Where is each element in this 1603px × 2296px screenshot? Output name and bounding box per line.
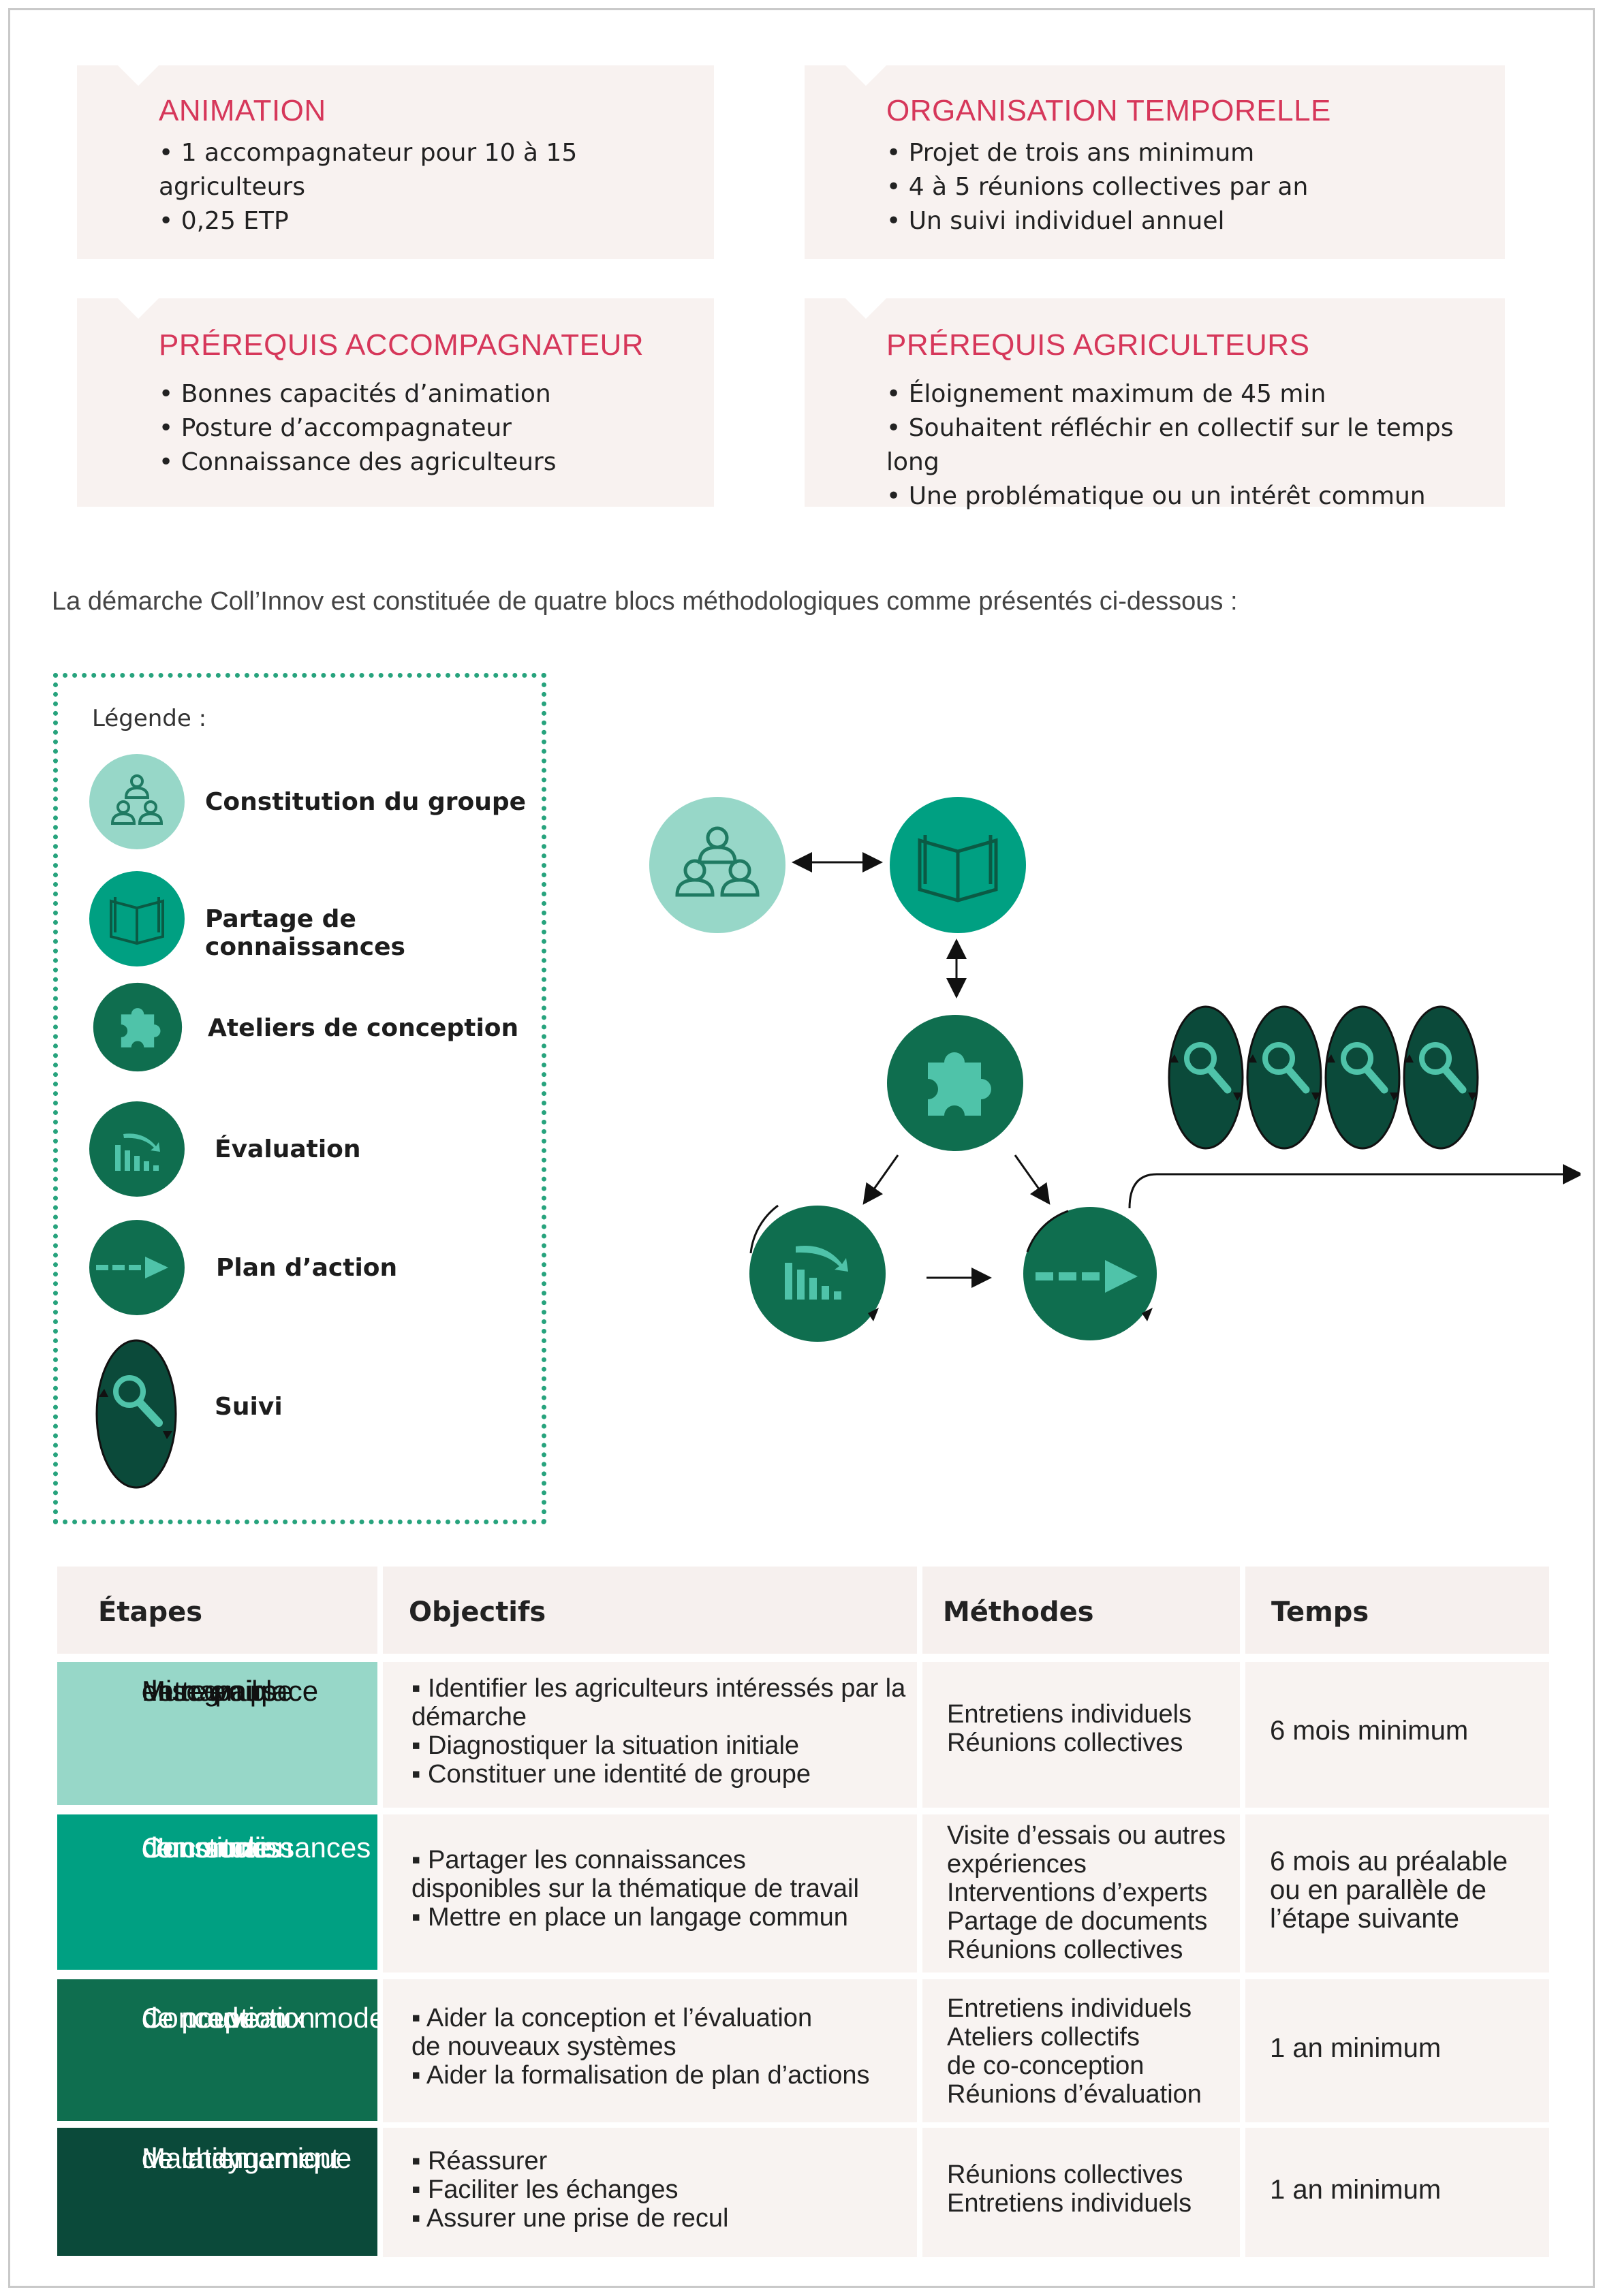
diagram-suivi-node (1403, 1005, 1479, 1150)
list-item: Éloignement maximum de 45 min (886, 377, 1505, 411)
list-item: Souhaitent réfléchir en collectif sur le… (886, 411, 1505, 479)
legend-label: Partage de connaissances (205, 905, 405, 961)
list-item: Un suivi individuel annuel (886, 204, 1308, 238)
legend-item-constitution: Constitution du groupe (58, 753, 535, 855)
table-header-etapes: Étapes (57, 1567, 377, 1654)
legend-label: Constitution du groupe (205, 788, 527, 816)
card-title: ORGANISATION TEMPORELLE (886, 94, 1331, 127)
table-row-3-temps: 1 an minimum (1245, 1979, 1549, 2122)
list-item: 4 à 5 réunions collectives par an (886, 170, 1309, 204)
group-icon (89, 754, 185, 849)
table-row-2-etape: Constitution d’un socle de connaissances… (57, 1814, 377, 1970)
card-title: PRÉREQUIS AGRICULTEURS (886, 328, 1310, 362)
diagram-plan-node (1023, 1207, 1157, 1340)
table-header-temps: Temps (1245, 1567, 1549, 1654)
diagram-suivi-node (1324, 1005, 1401, 1150)
legend-title: Légende : (92, 705, 207, 732)
diagram-puzzle-node (887, 1015, 1023, 1151)
table-row-4-objectifs: ▪ Réassurer ▪ Faciliter les échanges ▪ A… (383, 2128, 917, 2257)
page-frame (8, 8, 1595, 2288)
card-title: PRÉREQUIS ACCOMPAGNATEUR (159, 328, 644, 362)
card-organisation-temporelle: ORGANISATION TEMPORELLE Projet de trois … (805, 65, 1505, 259)
puzzle-icon (93, 982, 183, 1072)
diagram-group-node (649, 797, 785, 933)
diagram-evaluation-node (749, 1204, 886, 1342)
card-prerequis-agriculteurs: PRÉREQUIS AGRICULTEURS Éloignement maxim… (805, 298, 1505, 510)
table-row-2-temps: 6 mois au préalable ou en parallèle de l… (1245, 1814, 1549, 1972)
card-title: ANIMATION (159, 94, 326, 127)
magnifier-icon (95, 1339, 177, 1489)
card-list: Projet de trois ans minimum 4 à 5 réunio… (886, 136, 1309, 238)
legend-label: Suivi (215, 1393, 283, 1421)
list-item: 0,25 ETP (159, 204, 714, 238)
list-item: Connaissance des agriculteurs (159, 445, 557, 479)
table-row-1-methodes: Entretiens individuels Réunions collecti… (922, 1662, 1240, 1808)
table-header-methodes: Méthodes (922, 1567, 1240, 1654)
table-row-4-temps: 1 an minimum (1245, 2128, 1549, 2257)
table-row-1-temps: 6 mois minimum (1245, 1662, 1549, 1808)
list-item: Une problématique ou un intérêt commun (886, 479, 1505, 514)
diagram-suivi-nodes (1168, 1005, 1479, 1150)
intro-text: La démarche Coll’Innov est constituée de… (52, 587, 1238, 616)
diagram-suivi-node (1246, 1005, 1322, 1150)
table-row-2-objectifs: ▪ Partager les connaissances disponibles… (383, 1814, 917, 1972)
methodology-cycle-diagram (649, 797, 1581, 1342)
legend-label: Plan d’action (216, 1254, 398, 1282)
legend-item-plan: Plan d’action (58, 1218, 535, 1321)
legend-item-ateliers: Ateliers de conception (58, 981, 535, 1084)
chart-icon (89, 1101, 185, 1197)
card-list: Éloignement maximum de 45 min Souhaitent… (886, 377, 1505, 514)
table-row-4-methodes: Réunions collectives Entretiens individu… (922, 2128, 1240, 2257)
arrow-icon (89, 1220, 185, 1315)
legend-item-evaluation: Évaluation (58, 1100, 535, 1202)
card-prerequis-accompagnateur: PRÉREQUIS ACCOMPAGNATEUR Bonnes capacité… (77, 298, 714, 507)
table-row-1-objectifs: ▪ Identifier les agriculteurs intéressés… (383, 1662, 917, 1808)
card-list: Bonnes capacités d’animation Posture d’a… (159, 377, 557, 479)
card-list: 1 accompagnateur pour 10 à 15 agriculteu… (159, 136, 714, 238)
legend-item-suivi: Suivi (58, 1336, 535, 1489)
diagram-book-node (890, 797, 1026, 933)
legend-item-partage: Partage de connaissances (58, 870, 535, 972)
table-row-3-methodes: Entretiens individuels Ateliers collecti… (922, 1979, 1240, 2122)
diagram-suivi-node (1168, 1005, 1244, 1150)
table-header-objectifs: Objectifs (383, 1567, 917, 1654)
table-row-3-etape: Conception de nouveaux modes de producti… (57, 1979, 399, 2121)
book-icon (89, 871, 185, 966)
card-animation: ANIMATION 1 accompagnateur pour 10 à 15 … (77, 65, 714, 259)
list-item: Bonnes capacités d’animation (159, 377, 556, 411)
table-row-3-objectifs: ▪ Aider la conception et l’évaluation de… (383, 1979, 917, 2122)
table-row-2-methodes: Visite d’essais ou autres expériences In… (922, 1814, 1240, 1972)
list-item: Posture d’accompagnateur (159, 411, 556, 445)
legend-label: Ateliers de conception (208, 1014, 519, 1042)
legend-box: Légende : Constitution du groupe Partage… (53, 673, 546, 1524)
list-item: Projet de trois ans minimum (886, 136, 1308, 170)
list-item: 1 accompagnateur pour 10 à 15 agriculteu… (159, 136, 714, 204)
table-row-4-etape: Maintien de la dynamique de changement (57, 2128, 377, 2256)
table-row-1-etape: Mise en place d’un groupe de travail ent… (57, 1662, 377, 1805)
legend-label: Évaluation (215, 1135, 361, 1163)
